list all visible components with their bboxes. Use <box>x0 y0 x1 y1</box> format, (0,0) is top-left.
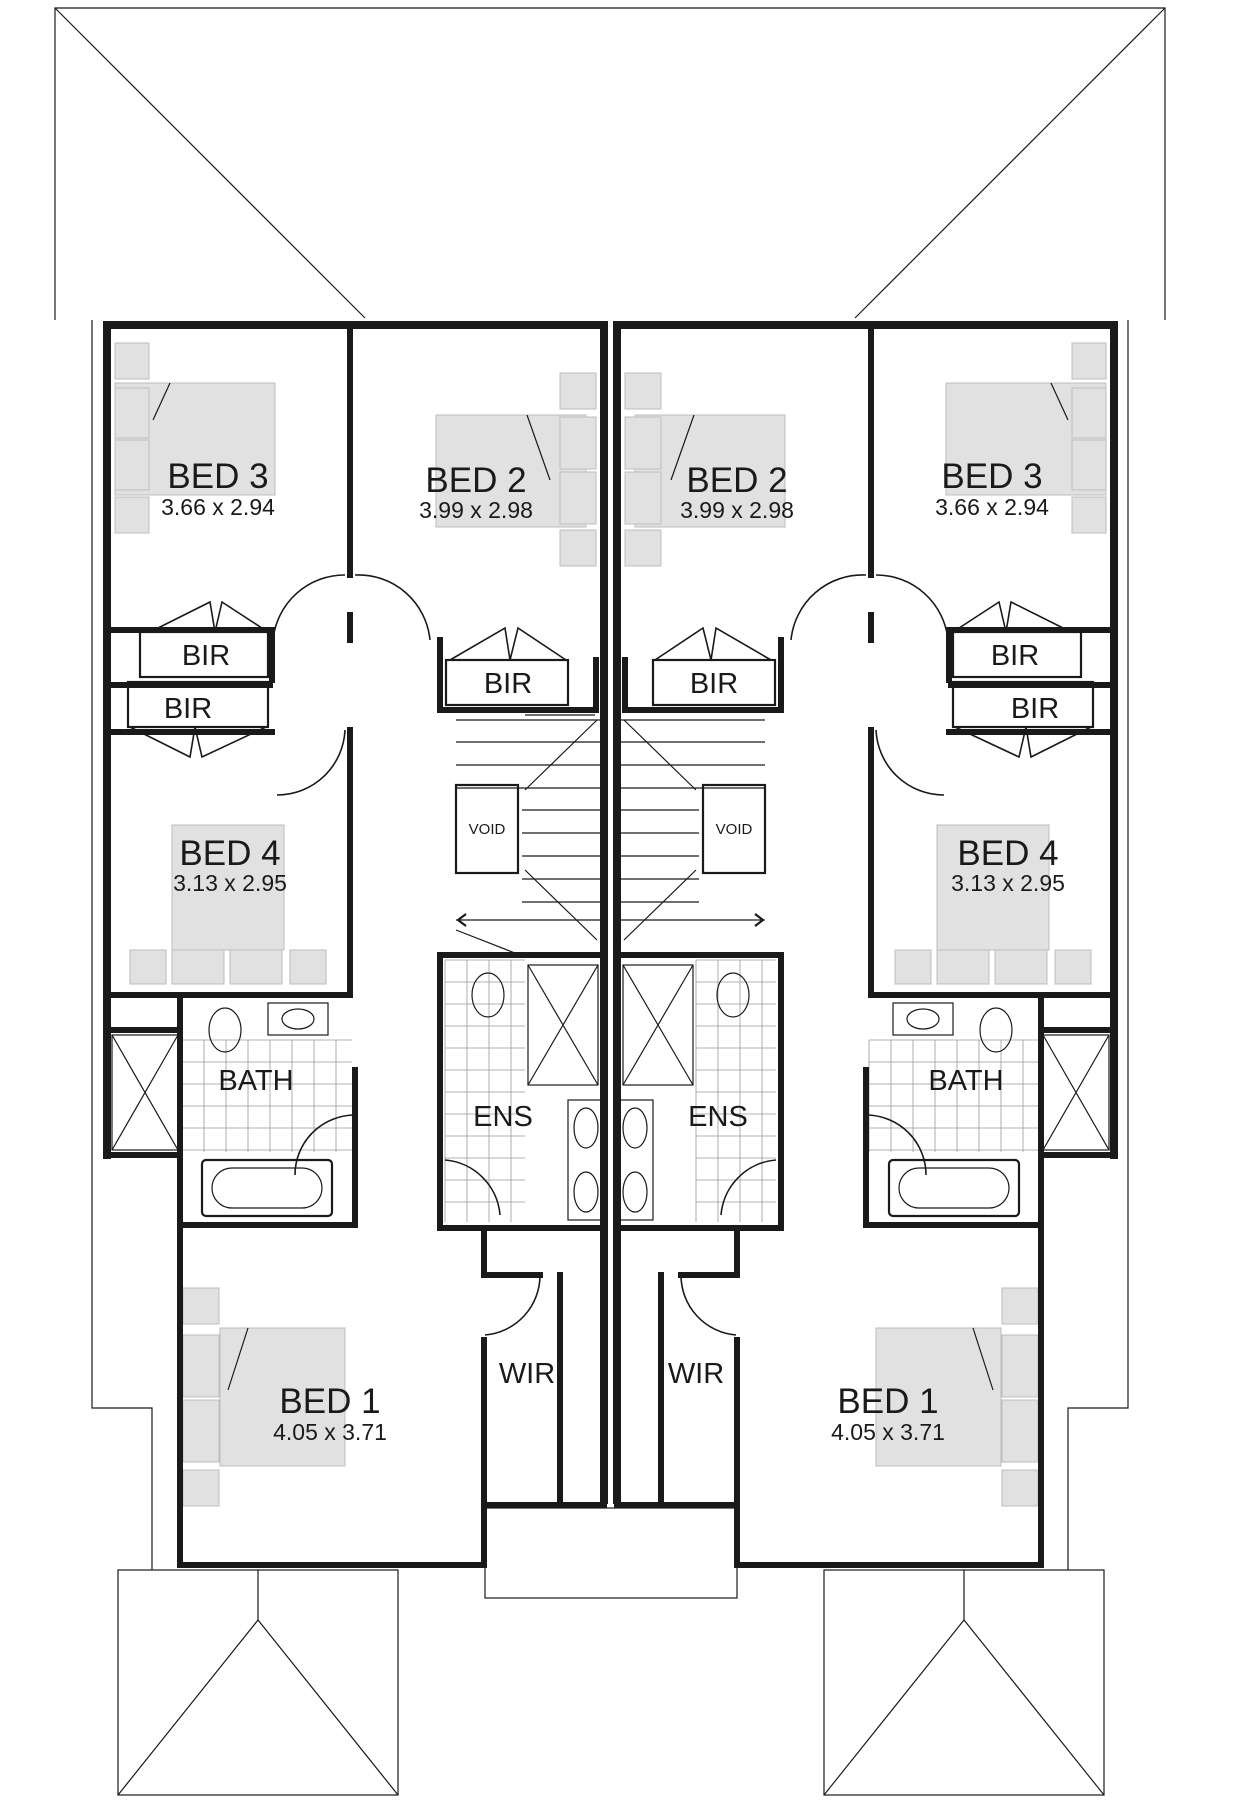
bed4-right-dims: 3.13 x 2.95 <box>951 870 1065 896</box>
porch-roof-left <box>117 1569 399 1796</box>
bir-right-bed4: BIR <box>1011 693 1059 725</box>
furniture-left <box>114 342 597 1507</box>
bed1-right-dims: 4.05 x 3.71 <box>831 1419 945 1445</box>
bed2-left-name: BED 2 <box>425 461 526 500</box>
ens-left: ENS <box>473 1101 533 1133</box>
furniture-right <box>624 342 1107 1507</box>
wir-right: WIR <box>668 1358 724 1390</box>
bed3-right-name: BED 3 <box>941 457 1042 496</box>
tiles <box>181 959 1039 1222</box>
bath-right: BATH <box>928 1065 1003 1097</box>
bed4-left-dims: 3.13 x 2.95 <box>173 870 287 896</box>
void-left: VOID <box>469 821 506 838</box>
bed1-left-dims: 4.05 x 3.71 <box>273 1419 387 1445</box>
ens-right: ENS <box>688 1101 748 1133</box>
bir-right-bed2: BIR <box>690 668 738 700</box>
bed2-right-dims: 3.99 x 2.98 <box>680 497 794 523</box>
bed3-right-dims: 3.66 x 2.94 <box>935 494 1049 520</box>
staircase-left <box>454 714 600 956</box>
bir-left-bed2: BIR <box>484 668 532 700</box>
bed1-left-name: BED 1 <box>279 1382 380 1421</box>
void-right: VOID <box>716 821 753 838</box>
bed3-left-dims: 3.66 x 2.94 <box>161 494 275 520</box>
room-labels: BED 3 3.66 x 2.94 BED 2 3.99 x 2.98 BED … <box>161 457 1065 1445</box>
walls-right <box>613 321 1118 1568</box>
bed1-right-name: BED 1 <box>837 1382 938 1421</box>
bir-left-bed3: BIR <box>182 640 230 672</box>
bed2-left-dims: 3.99 x 2.98 <box>419 497 533 523</box>
bed4-left-name: BED 4 <box>179 834 280 873</box>
porch-roof-right <box>823 1569 1105 1796</box>
bir-right-bed3: BIR <box>991 640 1039 672</box>
bed4-right-name: BED 4 <box>957 834 1058 873</box>
door-swings <box>111 574 1110 1336</box>
walls-left <box>103 321 608 1568</box>
bed3-left-name: BED 3 <box>167 457 268 496</box>
wir-left: WIR <box>499 1358 555 1390</box>
bath-left: BATH <box>218 1065 293 1097</box>
bir-left-bed4: BIR <box>164 693 212 725</box>
bed2-right-name: BED 2 <box>686 461 787 500</box>
staircase-right <box>621 719 767 941</box>
